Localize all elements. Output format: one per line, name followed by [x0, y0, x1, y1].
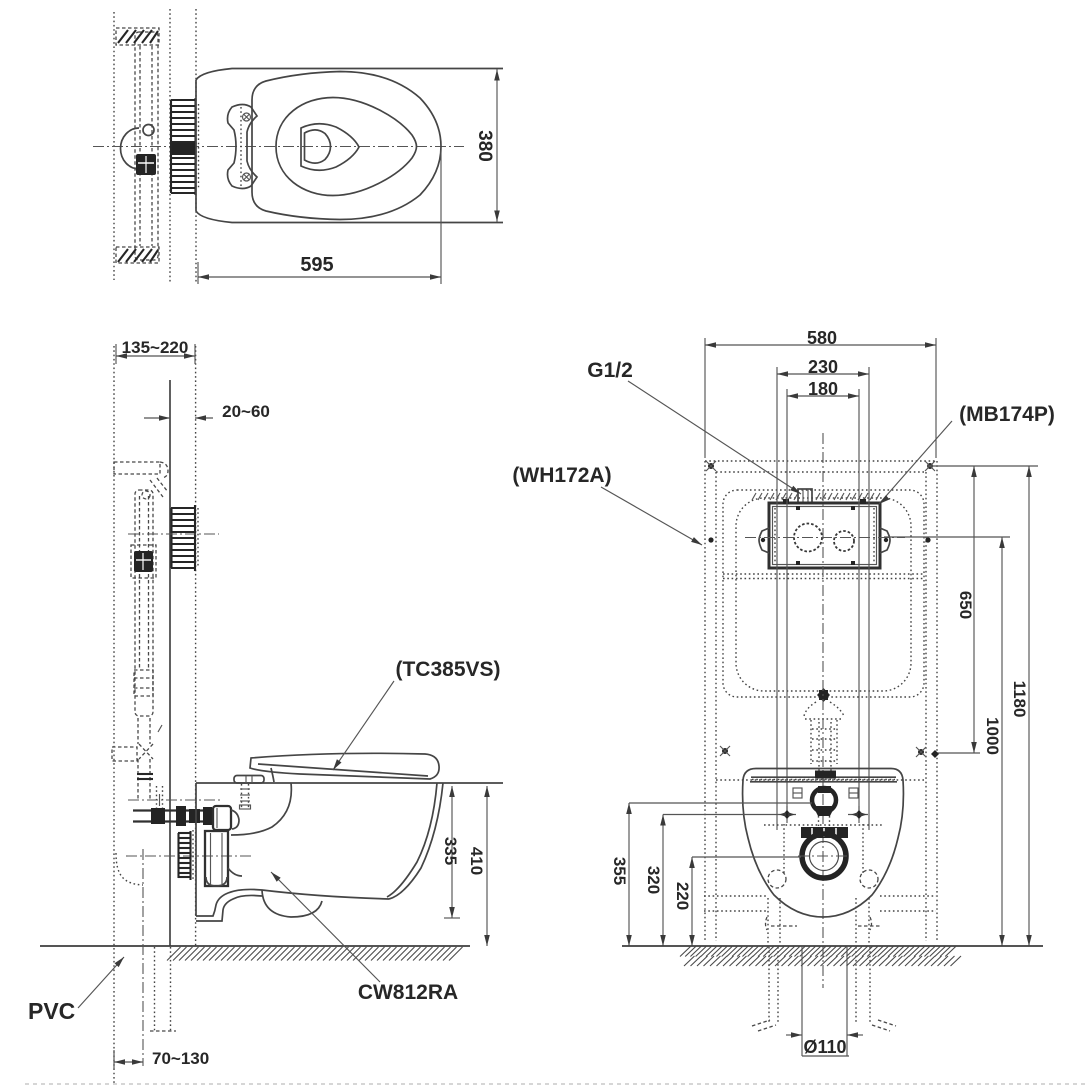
- svg-text:20~60: 20~60: [222, 402, 270, 421]
- svg-text:G1/2: G1/2: [587, 359, 633, 382]
- svg-text:(MB174P): (MB174P): [959, 403, 1055, 426]
- svg-text:1000: 1000: [983, 717, 1002, 755]
- svg-text:PVC: PVC: [28, 998, 75, 1024]
- svg-text:180: 180: [808, 379, 838, 399]
- svg-text:CW812RA: CW812RA: [358, 981, 458, 1004]
- svg-text:320: 320: [644, 866, 663, 894]
- svg-text:595: 595: [300, 254, 333, 276]
- svg-text:(WH172A): (WH172A): [512, 464, 611, 487]
- svg-text:335: 335: [441, 837, 460, 865]
- svg-text:230: 230: [808, 357, 838, 377]
- svg-text:135~220: 135~220: [122, 338, 189, 357]
- svg-text:1180: 1180: [1010, 681, 1029, 718]
- svg-text:380: 380: [474, 130, 495, 162]
- svg-text:220: 220: [673, 882, 692, 910]
- svg-text:580: 580: [807, 328, 837, 348]
- svg-text:355: 355: [610, 857, 629, 885]
- svg-text:Ø110: Ø110: [803, 1037, 846, 1057]
- svg-text:(TC385VS): (TC385VS): [395, 658, 500, 681]
- svg-text:410: 410: [467, 847, 486, 875]
- svg-text:650: 650: [956, 591, 975, 619]
- svg-text:70~130: 70~130: [152, 1049, 209, 1068]
